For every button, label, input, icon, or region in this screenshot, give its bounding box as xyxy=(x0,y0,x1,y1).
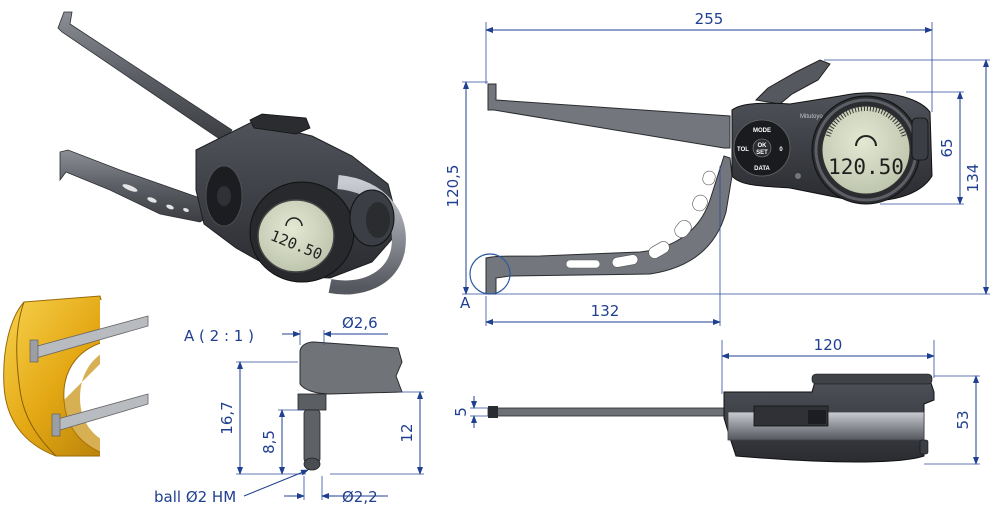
dim-65: 65 xyxy=(938,138,956,157)
ball-note: ball Ø2 HM xyxy=(154,488,236,506)
front-reading: 120.50 xyxy=(828,155,904,179)
iso-lcd xyxy=(257,199,335,273)
detail-title: A ( 2 : 1 ) xyxy=(184,327,254,345)
detail-a-view: A ( 2 : 1 ) Ø2,6 16,7 8,5 12 xyxy=(154,314,424,506)
zero-button[interactable]: 0 xyxy=(779,147,783,153)
ok-button[interactable]: OK xyxy=(758,143,768,149)
iso-upper-arm xyxy=(57,11,233,143)
front-view: MODE TOL OK SET 0 DATA Mitutoyo 120.50 A… xyxy=(444,10,990,326)
ring-application-view xyxy=(3,295,150,460)
dim-120: 120 xyxy=(814,336,843,354)
dim-132: 132 xyxy=(591,302,620,320)
detail-a-circle xyxy=(469,253,511,295)
dim-53: 53 xyxy=(954,410,972,429)
dim-16-7: 16,7 xyxy=(218,401,236,434)
dim-120-5: 120,5 xyxy=(444,165,462,208)
tol-button[interactable]: TOL xyxy=(737,147,749,153)
detail-marker: A xyxy=(460,294,471,312)
brand-label: Mitutoyo xyxy=(800,114,823,120)
dim-8-5: 8,5 xyxy=(260,430,278,454)
detail-tip xyxy=(303,409,321,463)
dim-12: 12 xyxy=(398,423,416,442)
front-lcd xyxy=(821,105,911,195)
dim-dia-bottom: Ø2,2 xyxy=(342,488,378,506)
dim-dia-top: Ø2,6 xyxy=(342,314,378,332)
iso-lever xyxy=(249,113,311,135)
front-upper-arm xyxy=(487,83,731,149)
dim-134: 134 xyxy=(964,164,982,193)
detail-arm xyxy=(299,341,403,395)
dim-5: 5 xyxy=(452,407,470,417)
side-arm xyxy=(487,407,735,417)
set-button[interactable]: SET xyxy=(756,150,768,156)
isometric-view: 120.50 xyxy=(57,11,406,295)
front-lower-arm xyxy=(485,155,733,295)
side-view: 120 53 5 xyxy=(452,336,980,465)
front-lever xyxy=(754,59,831,105)
dim-255: 255 xyxy=(695,10,724,28)
data-button[interactable]: DATA xyxy=(754,166,770,172)
mode-button[interactable]: MODE xyxy=(753,128,771,134)
